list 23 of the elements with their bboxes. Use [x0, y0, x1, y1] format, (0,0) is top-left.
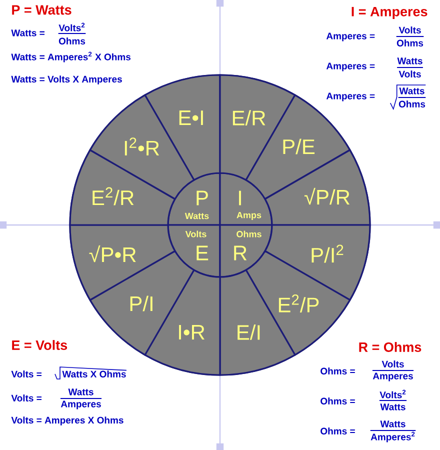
formula-text: Volts = Amperes X Ohms: [11, 416, 124, 426]
fraction: Volts$^{2}$ Watts: [379, 390, 407, 410]
heading: P = Watts: [12, 5, 72, 15]
fraction: Volts$^{2}$ Ohms: [58, 22, 86, 44]
formula-text: Amperes =: [326, 32, 375, 42]
formula-text: Amperes =: [326, 62, 375, 72]
heading: I = Amperes: [352, 6, 428, 20]
square-root: Watts Ohms: [390, 84, 426, 110]
formula-text: Watts = Volts X Amperes: [11, 76, 122, 84]
fraction: Watts Amperes$^{2}$: [370, 420, 416, 442]
fraction: Watts Volts: [396, 58, 424, 78]
formula-text: Ohms =: [320, 428, 355, 434]
heading: E = Volts: [12, 340, 68, 350]
formula-text: Ohms =: [320, 398, 355, 404]
formula-text: Watts = Amperes$^{2}$ X Ohms: [11, 52, 131, 62]
formula-text: Watts =: [11, 30, 44, 36]
fraction: Watts Amperes: [60, 388, 102, 410]
square-root: Watts X Ohms: [54, 366, 127, 380]
formula-text: Volts =: [11, 394, 42, 402]
formula-text: Volts =: [11, 370, 42, 378]
fraction: Volts Amperes: [372, 360, 414, 382]
fraction: Volts Ohms: [396, 26, 424, 46]
formula-text: Ohms =: [320, 368, 355, 374]
